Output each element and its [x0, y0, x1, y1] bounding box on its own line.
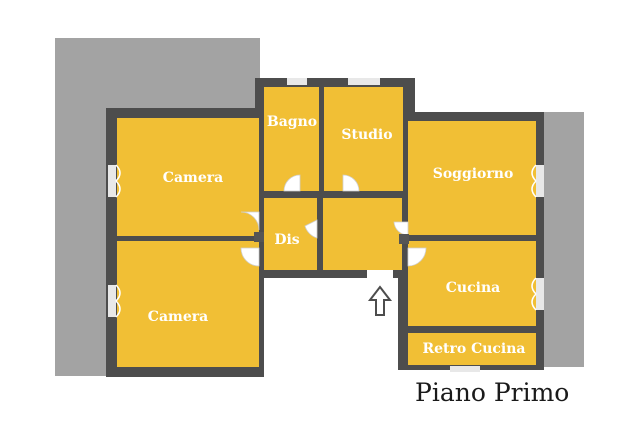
label-camera-top: Camera	[163, 170, 223, 186]
floor-caption: Piano Primo	[415, 378, 570, 407]
room-camera-bottom	[117, 241, 259, 367]
room-bagno	[264, 87, 319, 191]
pillar-left	[254, 232, 264, 242]
room-cucina	[408, 241, 536, 326]
label-bagno: Bagno	[267, 114, 317, 130]
windows	[108, 78, 544, 372]
rooms	[117, 87, 536, 367]
room-camera-top	[117, 118, 259, 236]
up-arrow-icon	[367, 285, 393, 316]
label-cucina: Cucina	[446, 280, 500, 296]
label-retro-cucina: Retro Cucina	[422, 341, 525, 357]
label-studio: Studio	[341, 127, 392, 143]
room-labels: Camera Camera Bagno Studio Dis Soggiorno…	[148, 114, 526, 357]
entrance-opening	[367, 270, 393, 278]
room-hall	[323, 198, 402, 270]
outdoor-area-right	[540, 112, 584, 367]
label-dis: Dis	[274, 232, 299, 248]
room-retro-cucina	[408, 333, 536, 365]
label-soggiorno: Soggiorno	[433, 166, 514, 182]
window-shutters	[115, 164, 537, 318]
doors	[240, 174, 427, 267]
room-studio	[324, 87, 403, 191]
pillar-right	[399, 234, 409, 244]
room-dis	[264, 198, 317, 270]
room-soggiorno	[408, 121, 536, 235]
label-camera-bottom: Camera	[148, 309, 208, 325]
